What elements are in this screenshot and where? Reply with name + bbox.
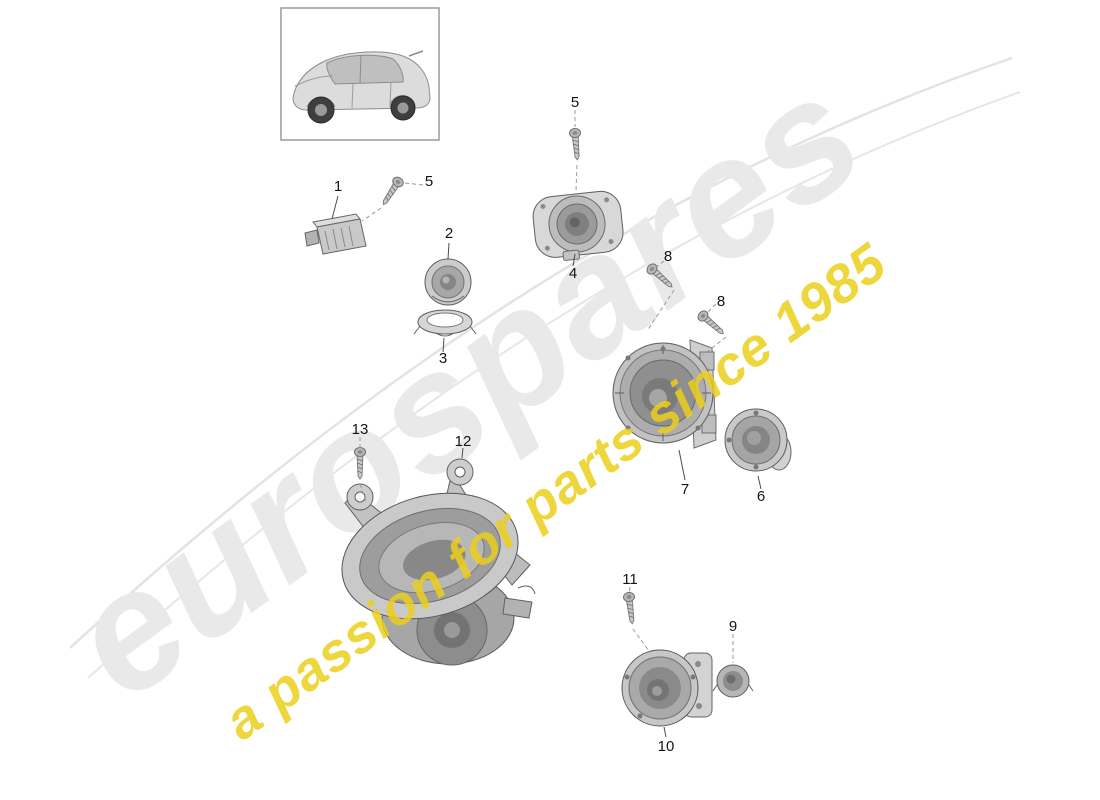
- part-3-adapter-ring: [413, 309, 477, 337]
- screw-5-module: [378, 174, 406, 209]
- callout-part-6[interactable]: 6: [757, 488, 765, 505]
- part-6-mid-speaker: [724, 408, 792, 472]
- part-7-door-speaker: [612, 339, 717, 449]
- car-thumbnail: [280, 7, 440, 141]
- callout-part-7[interactable]: 7: [681, 481, 689, 498]
- callout-part-10[interactable]: 10: [658, 738, 675, 755]
- callout-part-3[interactable]: 3: [439, 350, 447, 367]
- screw-5-top: [568, 127, 584, 161]
- callout-part-12[interactable]: 12: [455, 433, 472, 450]
- leader-lines: [331, 110, 762, 738]
- part-10-rear-speaker: [621, 649, 713, 727]
- callout-part-11[interactable]: 11: [622, 571, 638, 588]
- callouts: 1 5 2 3 5 4 8 8 7 6 13 12 11 9 10: [334, 94, 765, 755]
- callout-part-9[interactable]: 9: [729, 618, 737, 635]
- callout-part-5a[interactable]: 5: [425, 173, 433, 190]
- part-2-small-speaker: [424, 258, 472, 306]
- car-illustration: [292, 50, 431, 124]
- part-4-speaker-plate: [532, 190, 624, 261]
- part-9-tweeter: [712, 664, 754, 698]
- callout-part-2[interactable]: 2: [445, 225, 453, 242]
- swoosh-curves: [69, 56, 1021, 679]
- screw-11: [622, 591, 639, 625]
- callout-part-4[interactable]: 4: [569, 265, 577, 282]
- callout-part-8a[interactable]: 8: [664, 248, 672, 265]
- part-1-module: [304, 213, 367, 255]
- callout-part-8b[interactable]: 8: [717, 293, 725, 310]
- part-12-subwoofer-assembly: [341, 458, 536, 666]
- callout-part-5b[interactable]: 5: [571, 94, 579, 111]
- callout-part-1[interactable]: 1: [334, 178, 342, 195]
- callout-part-13[interactable]: 13: [352, 421, 369, 438]
